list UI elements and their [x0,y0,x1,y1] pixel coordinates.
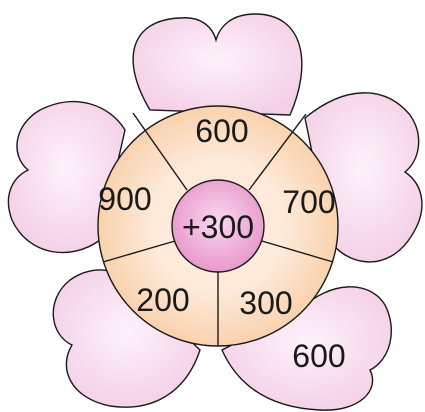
petal-top [133,14,302,115]
center-operation-label: +300 [182,209,254,245]
segment-label-bottom-right: 300 [239,285,292,321]
petal-label-bottom-right: 600 [292,338,345,374]
segment-label-bottom-left: 200 [136,282,189,318]
segment-label-right: 700 [282,184,335,220]
segment-label-top: 600 [195,113,248,149]
segment-label-left: 900 [98,181,151,217]
